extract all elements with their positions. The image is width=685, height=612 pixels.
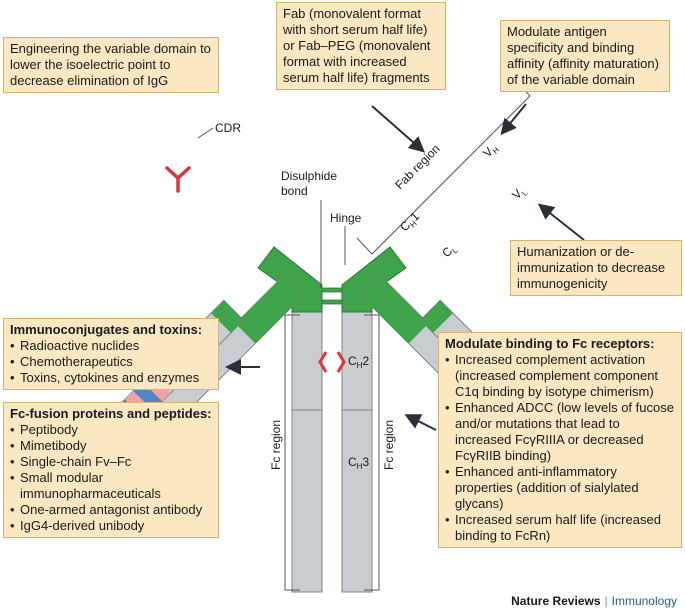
fc-receptors-callout: Modulate binding to Fc receptors: Increa… xyxy=(438,332,682,548)
list-item: IgG4-derived unibody xyxy=(10,518,212,534)
isoelectric-text: Engineering the variable domain to lower… xyxy=(10,41,211,88)
ch1-label: CH1 xyxy=(397,209,423,235)
list-item: Chemotherapeutics xyxy=(10,354,212,370)
fc-region-label-left: Fc region xyxy=(269,420,283,470)
fc-fusion-title: Fc-fusion proteins and peptides: xyxy=(10,406,212,421)
cl-label: CL xyxy=(439,241,460,262)
cdr-leader-line xyxy=(197,127,214,139)
ch2-label: CH2 xyxy=(348,354,369,370)
fc-heavy-chain-left xyxy=(291,311,323,593)
fc-region-label-right: Fc region xyxy=(382,420,396,470)
cdr-antigen-marker xyxy=(165,166,191,193)
affinity-arrow xyxy=(500,103,527,136)
fc-receptors-title: Modulate binding to Fc receptors: xyxy=(445,336,655,351)
list-item: Single-chain Fv–Fc xyxy=(10,454,212,470)
list-item: Mimetibody xyxy=(10,438,212,454)
affinity-callout: Modulate antigen specificity and binding… xyxy=(500,20,670,92)
journal-credit: Nature Reviews|Immunology xyxy=(511,594,677,608)
journal-section: Immunology xyxy=(611,594,677,608)
immunoconjugates-list: Radioactive nuclides Chemotherapeutics T… xyxy=(10,338,212,386)
ch3-label: CH3 xyxy=(348,455,369,471)
list-item: Enhanced ADCC (low levels of fucose and/… xyxy=(445,400,675,464)
hinge-label: Hinge xyxy=(330,211,362,225)
list-item: Toxins, cytokines and enzymes xyxy=(10,370,212,386)
list-item: Enhanced anti-inflammatory properties (a… xyxy=(445,464,675,512)
fc-region-bracket-right xyxy=(364,314,380,591)
humanization-callout: Humanization or de-immunization to decre… xyxy=(510,240,682,296)
credit-separator: | xyxy=(604,594,608,608)
disulphide-label-line1: Disulphide xyxy=(281,169,337,183)
fc-region-bracket-left xyxy=(284,314,300,591)
list-item: Radioactive nuclides xyxy=(10,338,212,354)
isoelectric-callout: Engineering the variable domain to lower… xyxy=(3,37,219,93)
cdr-label: CDR xyxy=(215,121,241,135)
list-item: Increased serum half life (increased bin… xyxy=(445,512,675,544)
fab-fragment-arrow xyxy=(371,105,426,153)
list-item: Increased complement activation (increas… xyxy=(445,352,675,400)
list-item: Peptibody xyxy=(10,422,212,438)
vh-label: VH xyxy=(480,140,501,161)
fc-fusion-callout: Fc-fusion proteins and peptides: Peptibo… xyxy=(3,402,219,538)
immunoconjugates-callout: Immunoconjugates and toxins: Radioactive… xyxy=(3,318,219,390)
affinity-text: Modulate antigen specificity and binding… xyxy=(507,24,659,87)
disulphide-label-line2: bond xyxy=(281,184,308,198)
fab-region-label: Fab region xyxy=(392,142,442,192)
fc-heavy-chain-right xyxy=(341,311,373,593)
fc-fusion-list: Peptibody Mimetibody Single-chain Fv–Fc … xyxy=(10,422,212,534)
humanization-text: Humanization or de-immunization to decre… xyxy=(517,244,666,291)
fab-region-bracket xyxy=(356,79,531,255)
vl-label: VL xyxy=(509,183,530,204)
humanization-arrow xyxy=(537,203,585,241)
fc-receptor-arrow xyxy=(404,414,437,431)
journal-name: Nature Reviews xyxy=(511,594,601,608)
fab-fragments-callout: Fab (monovalent format with short serum … xyxy=(276,2,446,90)
ch2-glycan-marker xyxy=(318,351,346,373)
disulphide-bonds xyxy=(321,287,343,305)
fab-fragments-text: Fab (monovalent format with short serum … xyxy=(283,6,431,85)
list-item: One-armed antagonist antibody xyxy=(10,502,212,518)
list-item: Small modular immunopharmaceuticals xyxy=(10,470,212,502)
fc-receptors-list: Increased complement activation (increas… xyxy=(445,352,675,544)
immunoconjugates-title: Immunoconjugates and toxins: xyxy=(10,322,203,337)
